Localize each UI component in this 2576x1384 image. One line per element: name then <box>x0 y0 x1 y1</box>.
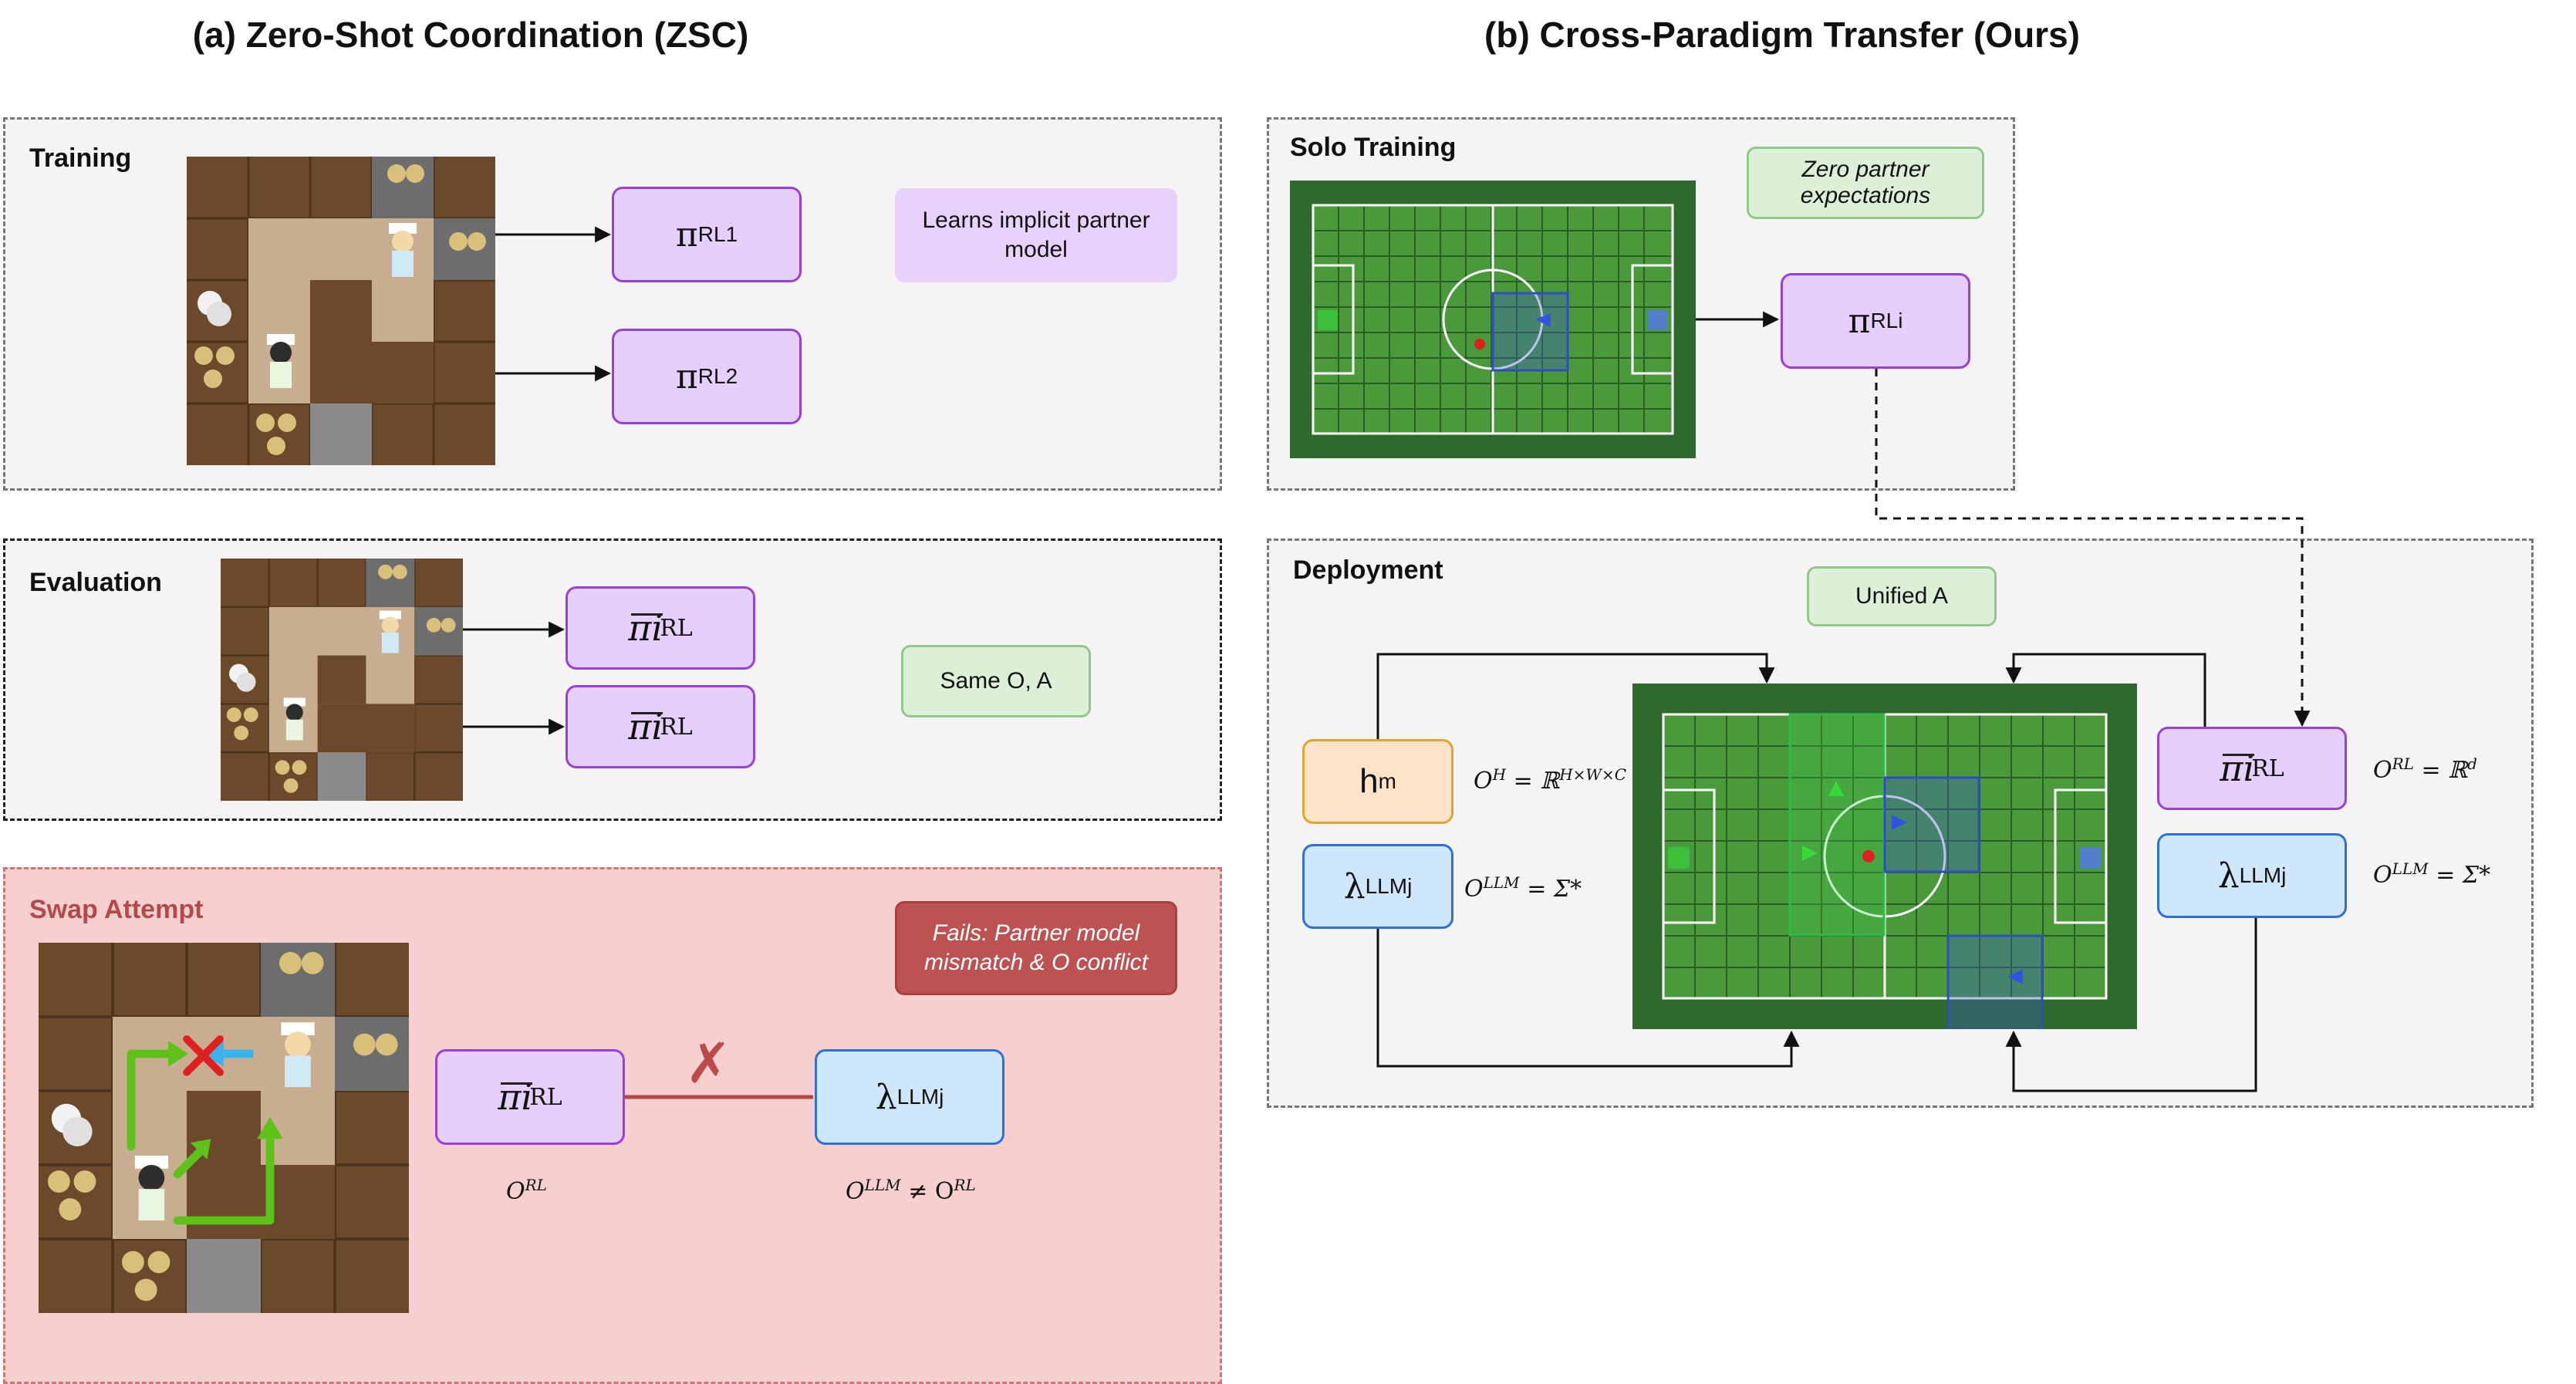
kitchen-illustration-icon <box>187 157 495 465</box>
deployment-title: Deployment <box>1293 555 1443 585</box>
heading-zsc: (a) Zero-Shot Coordination (ZSC) <box>192 15 749 55</box>
policy-rl-1-sub: 1 <box>725 222 738 246</box>
swap-llm-neq-sup: RL <box>954 1176 976 1194</box>
note-zero-partner-expectations: Zero partner expectations <box>1747 147 1984 219</box>
policy-bar-sup-2: RL <box>660 713 693 741</box>
policy-bar-symbol: πi <box>628 607 663 649</box>
human-sub: m <box>1378 769 1396 793</box>
policy-bar-swap-symbol: πi <box>498 1076 532 1118</box>
swap-rl-o: O <box>506 1178 525 1205</box>
llm-right-sup: LLM <box>2239 863 2282 887</box>
swap-attempt-title: Swap Attempt <box>29 895 204 924</box>
swap-rl-o-sup: RL <box>525 1176 547 1194</box>
swap-rl-observation-label: ORL <box>506 1176 547 1205</box>
training-title: Training <box>29 143 132 173</box>
rl-deploy-o-sup: RL <box>2392 754 2414 773</box>
heading-cross-paradigm: (b) Cross-Paradigm Transfer (Ours) <box>1484 15 2080 55</box>
football-field-solo <box>1290 181 1696 458</box>
human-eq-sup: H×W×C <box>1559 765 1627 784</box>
football-field-deploy-icon <box>1632 684 2137 1029</box>
policy-bar-sup: RL <box>660 614 693 642</box>
policy-bar-swap-pi: π <box>498 1076 522 1118</box>
policy-bar-deploy-index: i <box>2243 748 2255 789</box>
policy-bar-pi-2: π <box>628 706 652 748</box>
policy-rl-2-sub: 2 <box>725 364 738 388</box>
policy-bar-swap-index: i <box>521 1076 533 1118</box>
note-same-o-a: Same O, A <box>901 645 1091 717</box>
llm-right-observation-label: OLLM = Σ* <box>2373 859 2490 889</box>
swap-llm-observation-label: OLLM ≠ ORL <box>846 1176 976 1205</box>
policy-rl-solo-symbol: π <box>1848 301 1871 341</box>
policy-rl-2-sup: RL <box>697 364 726 388</box>
solo-training-title: Solo Training <box>1290 133 1457 162</box>
human-symbol: h <box>1359 762 1379 800</box>
rl-deploy-observation-label: ORL = ℝd <box>2373 754 2477 784</box>
rl-deploy-eq: = ℝ <box>2421 757 2468 784</box>
note-unified-a: Unified A <box>1807 566 1997 626</box>
llm-left-symbol: λ <box>1343 866 1366 906</box>
swap-llm-o: O <box>846 1178 865 1205</box>
training-panel <box>3 117 1222 491</box>
overcooked-kitchen-swap <box>39 943 409 1313</box>
policy-bar-pi: π <box>628 607 652 649</box>
llm-swap-symbol: λ <box>875 1077 897 1117</box>
policy-bar-deploy-symbol: πi <box>2220 748 2254 789</box>
llm-left-eq: = Σ* <box>1527 876 1582 903</box>
llm-right-symbol: λ <box>2217 856 2240 896</box>
llm-left-sup: LLM <box>1365 874 1408 898</box>
policy-bar-index: i <box>651 607 663 649</box>
policy-bar-deploy-sup: RL <box>2251 754 2284 782</box>
swap-llm-o-sup: LLM <box>864 1176 901 1194</box>
human-o: O <box>1474 768 1493 795</box>
football-field-icon <box>1290 181 1696 458</box>
llm-left-o: O <box>1464 876 1484 903</box>
policy-rl-2-symbol: π <box>675 356 698 397</box>
llm-swap-sup: LLM <box>896 1085 940 1109</box>
policy-rl-1-symbol: π <box>675 214 698 255</box>
policy-bar-symbol-2: πi <box>628 706 663 748</box>
human-eq: = ℝ <box>1513 768 1560 795</box>
note-implicit-partner-model: Learns implicit partner model <box>895 188 1177 282</box>
policy-bar-deploy-pi: π <box>2220 748 2243 789</box>
human-observation-label: OH = ℝH×W×C <box>1474 765 1626 795</box>
llm-left-observation-label: OLLM = Σ* <box>1464 873 1582 903</box>
kitchen-illustration-swap-icon <box>39 943 409 1313</box>
evaluation-title: Evaluation <box>29 568 162 597</box>
llm-left-sub: j <box>1407 874 1413 898</box>
llm-right-eq: = Σ* <box>2436 862 2491 889</box>
policy-rl-solo-sup: RL <box>1870 309 1899 332</box>
overcooked-kitchen-evaluation <box>221 559 463 801</box>
policy-rl-1-sup: RL <box>697 222 726 246</box>
cross-icon: ✗ <box>685 1033 732 1095</box>
rl-deploy-eq-sup: d <box>2467 754 2477 773</box>
kitchen-illustration-eval-icon <box>221 559 463 801</box>
overcooked-kitchen-training <box>187 157 495 465</box>
rl-deploy-o: O <box>2373 757 2392 784</box>
llm-right-o: O <box>2373 862 2392 889</box>
llm-left-o-sup: LLM <box>1483 873 1520 892</box>
llm-right-sub: j <box>2281 863 2287 887</box>
football-field-deployment <box>1632 684 2137 1029</box>
llm-right-o-sup: LLM <box>2392 859 2429 878</box>
policy-rl-solo-sub: i <box>1898 309 1903 332</box>
policy-bar-swap-sup: RL <box>529 1083 562 1111</box>
llm-swap-sub: j <box>939 1085 944 1109</box>
policy-bar-index-2: i <box>651 706 663 748</box>
swap-llm-neq: ≠ O <box>908 1178 954 1205</box>
note-swap-failure: Fails: Partner model mismatch & O confli… <box>895 901 1177 995</box>
human-o-sup: H <box>1492 765 1507 784</box>
